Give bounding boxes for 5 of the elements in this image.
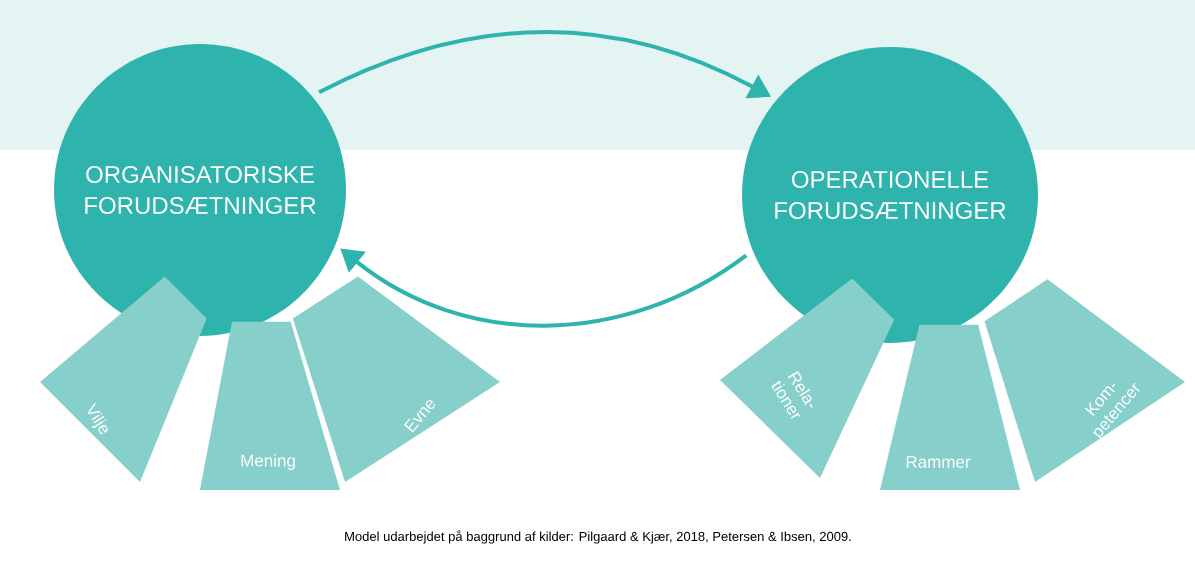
fan-segment: Mening [200,321,340,490]
fan-segment: Rammer [880,324,1020,490]
node-label: Mening [241,454,295,470]
caption: Model udarbejdet på baggrund af kilder: Pilgaard & Kjær, 2018, Petersen & Ibsen, 2009. [345,530,851,544]
node-label: Rammer [906,456,971,468]
